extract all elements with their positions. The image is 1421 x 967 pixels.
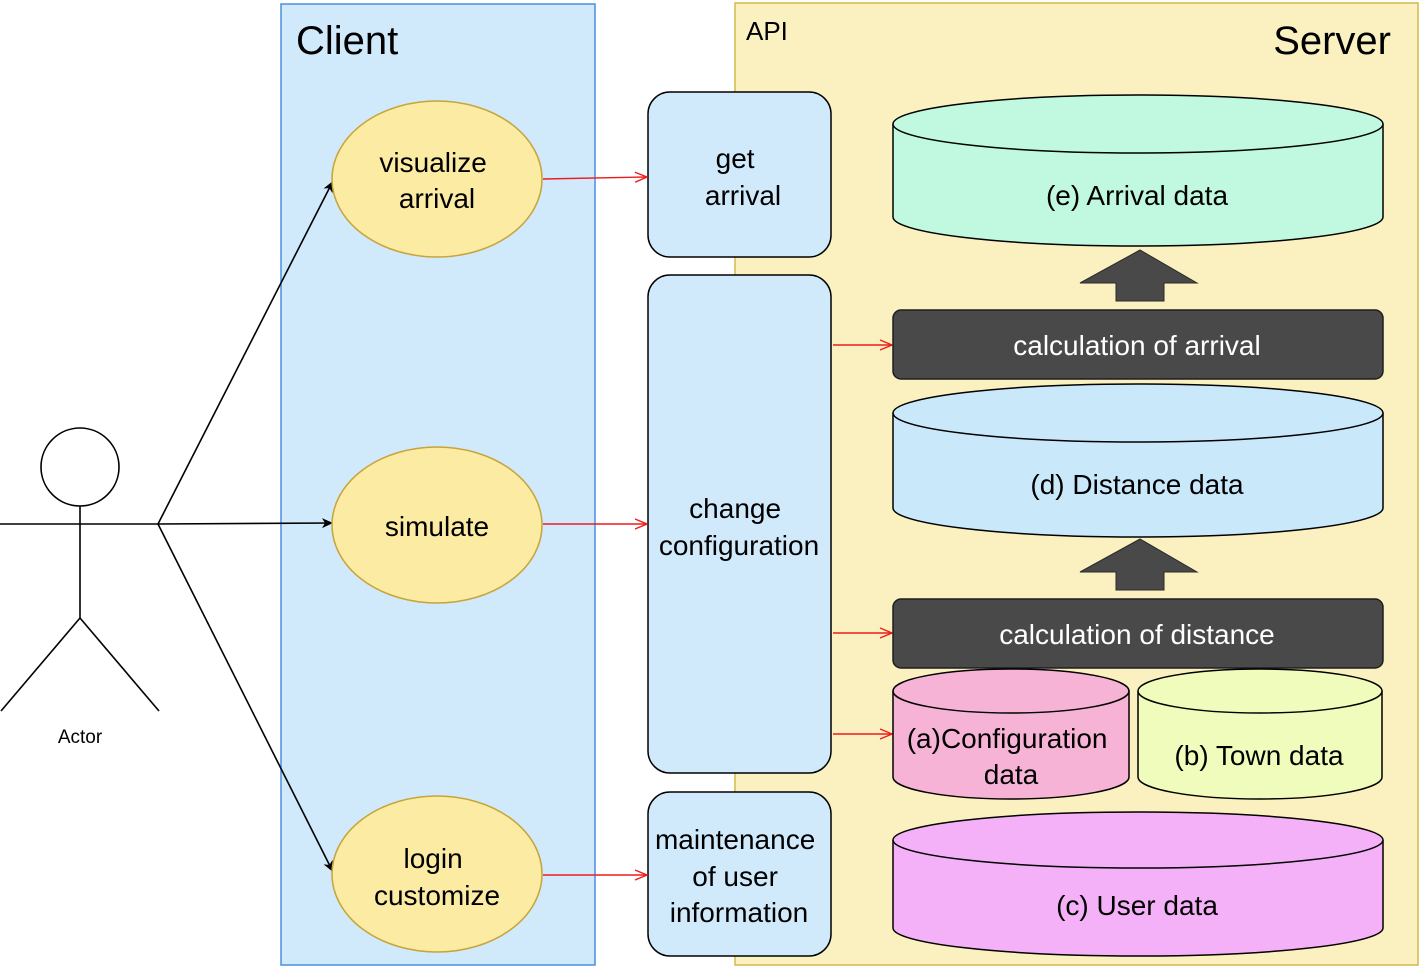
store-user-label: (c) User data bbox=[1056, 890, 1218, 921]
api-get-arrival bbox=[647, 91, 832, 258]
store-distance-data bbox=[892, 383, 1384, 538]
server-title: Server bbox=[1273, 19, 1391, 63]
block-arrow-to-arrival bbox=[1079, 249, 1199, 302]
store-town-data bbox=[1137, 668, 1383, 800]
usecase-login bbox=[331, 795, 543, 953]
api-change-configuration-label: change configuration bbox=[659, 493, 819, 561]
request-arrows bbox=[542, 177, 892, 875]
store-arrival-data bbox=[892, 94, 1384, 247]
arrow-actor-simulate bbox=[157, 518, 334, 529]
actor-label: Actor bbox=[58, 727, 103, 748]
usecase-login-label: login customize bbox=[374, 843, 500, 911]
process-calc-distance-label: calculation of distance bbox=[999, 619, 1275, 650]
arrow-actor-visualize bbox=[157, 180, 334, 525]
block-arrow-to-distance bbox=[1079, 538, 1199, 591]
usecase-visualize bbox=[331, 100, 543, 258]
usecase-visualize-label: visualize arrival bbox=[379, 147, 494, 214]
arrow-visualize-get bbox=[542, 177, 647, 179]
api-get-arrival-label: get arrival bbox=[705, 143, 781, 211]
store-config-data bbox=[892, 668, 1130, 800]
process-calc-arrival bbox=[892, 309, 1384, 380]
api-maintenance-label: maintenance of user information bbox=[655, 824, 823, 928]
api-label: API bbox=[746, 16, 788, 46]
store-town-label: (b) Town data bbox=[1174, 740, 1344, 771]
usecase-simulate bbox=[331, 446, 543, 604]
actor-arrows bbox=[157, 180, 334, 873]
store-config-label: (a)Configuration data bbox=[907, 723, 1116, 790]
api-maintenance bbox=[647, 791, 832, 957]
api-change-configuration bbox=[647, 274, 832, 774]
actor-head bbox=[40, 427, 120, 507]
usecase-simulate-label: simulate bbox=[385, 511, 489, 542]
client-title: Client bbox=[296, 19, 398, 63]
arrow-actor-login bbox=[157, 523, 334, 873]
actor-figure bbox=[0, 427, 160, 712]
process-calc-arrival-label: calculation of arrival bbox=[1013, 330, 1260, 361]
store-distance-label: (d) Distance data bbox=[1030, 469, 1244, 500]
store-arrival-label: (e) Arrival data bbox=[1046, 180, 1228, 211]
store-user-data bbox=[892, 811, 1384, 957]
process-calc-distance bbox=[892, 598, 1384, 669]
